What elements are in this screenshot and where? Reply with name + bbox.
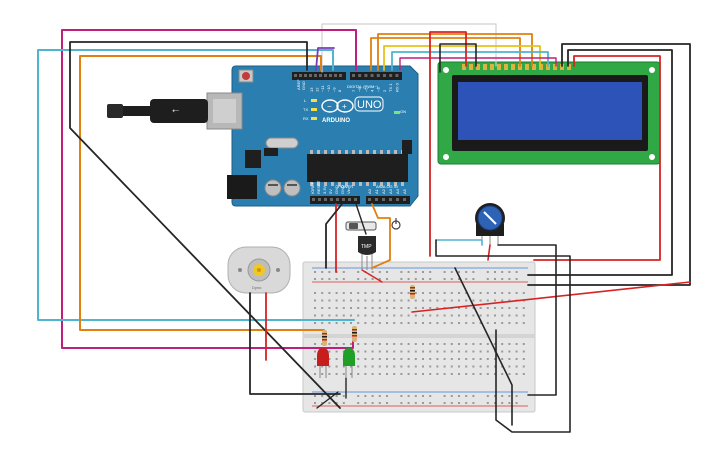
analog-pin-label: A3 [388, 188, 393, 194]
capacitor-icon [264, 179, 282, 197]
svg-text:+: + [342, 102, 347, 111]
wire-orange-long [79, 55, 325, 331]
lcd-pin [490, 64, 494, 70]
gnd-label: GND [301, 81, 306, 90]
digital-pin-label: ~6 [357, 87, 362, 92]
l-led-label: L [304, 98, 307, 103]
lcd-pin [553, 64, 557, 70]
power-pin-label: RESET [316, 180, 321, 194]
atmega-chip-icon [307, 154, 408, 182]
lcd-pin [546, 64, 550, 70]
power-pin-label: 3.3V [322, 185, 327, 194]
svg-text:⭠: ⭠ [172, 106, 179, 116]
power-pin-label: 5V [328, 189, 333, 194]
digital-pin-label: 2 [382, 89, 387, 92]
power-pin-label: IOREF [310, 181, 315, 194]
power-header-label: POWER [338, 184, 353, 189]
digital-pin-label: RX 0 [394, 82, 399, 92]
lcd-pin [539, 64, 543, 70]
wire-magenta [61, 29, 357, 349]
board-brand: ARDUINO [322, 118, 350, 124]
dc-jack-icon [227, 175, 257, 199]
resistor [410, 285, 415, 299]
board-model: UNO [357, 99, 382, 111]
red-led [317, 348, 329, 378]
lcd-pin [518, 64, 522, 70]
analog-header-label: ANALOG IN [376, 184, 398, 189]
wire-cyan [37, 49, 355, 321]
wire-black-long [69, 41, 341, 409]
digital-header-label: DIGITAL (PWM~) [347, 84, 379, 89]
analog-pin-label: A0 [367, 188, 372, 194]
digital-pin-label: TX 1 [388, 83, 393, 92]
lcd-pin [497, 64, 501, 70]
digital-pin-label: 8 [337, 89, 342, 92]
lcd-pin [469, 64, 473, 70]
digital-pin-label: 4 [370, 89, 375, 92]
usb-cable-icon [150, 99, 208, 123]
analog-pin-label: A5 [402, 188, 407, 194]
lcd-pin [532, 64, 536, 70]
digital-pin-label: 7 [351, 89, 356, 92]
digital-pin-label: ~3 [376, 87, 381, 92]
lcd-pin [504, 64, 508, 70]
arduino-uno-board: ⭠ − + UN [107, 65, 419, 207]
infinity-logo-icon [321, 99, 339, 113]
digital-pin-label: ~10 [326, 84, 331, 92]
lcd-pin-header [462, 64, 571, 70]
resistor [352, 326, 357, 342]
svg-text:−: − [327, 102, 332, 111]
potentiometer[interactable] [475, 203, 505, 245]
on-led-label: ON [400, 109, 406, 114]
resistor [322, 330, 327, 346]
lcd-pin [525, 64, 529, 70]
wire-purple [315, 47, 335, 71]
aref-label: AREF [296, 79, 301, 90]
lcd-pin [567, 64, 571, 70]
dc-motor: Dyno [227, 246, 291, 294]
digital-pin-label: 13 [309, 87, 314, 92]
temperature-sensor: TMP [358, 236, 376, 270]
lcd-pin [511, 64, 515, 70]
power-pin-label: GND [334, 185, 339, 194]
analog-pin-label: A4 [395, 188, 400, 194]
breadboard[interactable] [302, 261, 536, 413]
lcd-pin [476, 64, 480, 70]
analog-pin-label: A1 [374, 188, 379, 194]
digital-pin-label: ~9 [331, 87, 336, 92]
digital-pin-label: ~5 [363, 87, 368, 92]
rx-led-label: RX [303, 116, 309, 121]
lcd-screen [458, 82, 642, 140]
slide-switch[interactable] [345, 218, 401, 231]
reset-button[interactable] [242, 72, 250, 80]
digital-pin-label: ~11 [320, 85, 325, 92]
green-led [343, 348, 355, 378]
lcd-pin [462, 64, 466, 70]
motor-label: Dyno [252, 285, 262, 290]
lcd-pin [560, 64, 564, 70]
sensor-label: TMP [361, 244, 372, 250]
capacitor-icon [283, 179, 301, 197]
analog-pin-label: A2 [381, 188, 386, 194]
lcd-display [437, 61, 661, 165]
lcd-pin [483, 64, 487, 70]
power-pin-label: Vin [346, 188, 351, 194]
tx-led-label: TX [303, 107, 308, 112]
power-pin-label: GND [340, 185, 345, 194]
digital-pin-label: 12 [315, 87, 320, 92]
wires [37, 23, 691, 433]
